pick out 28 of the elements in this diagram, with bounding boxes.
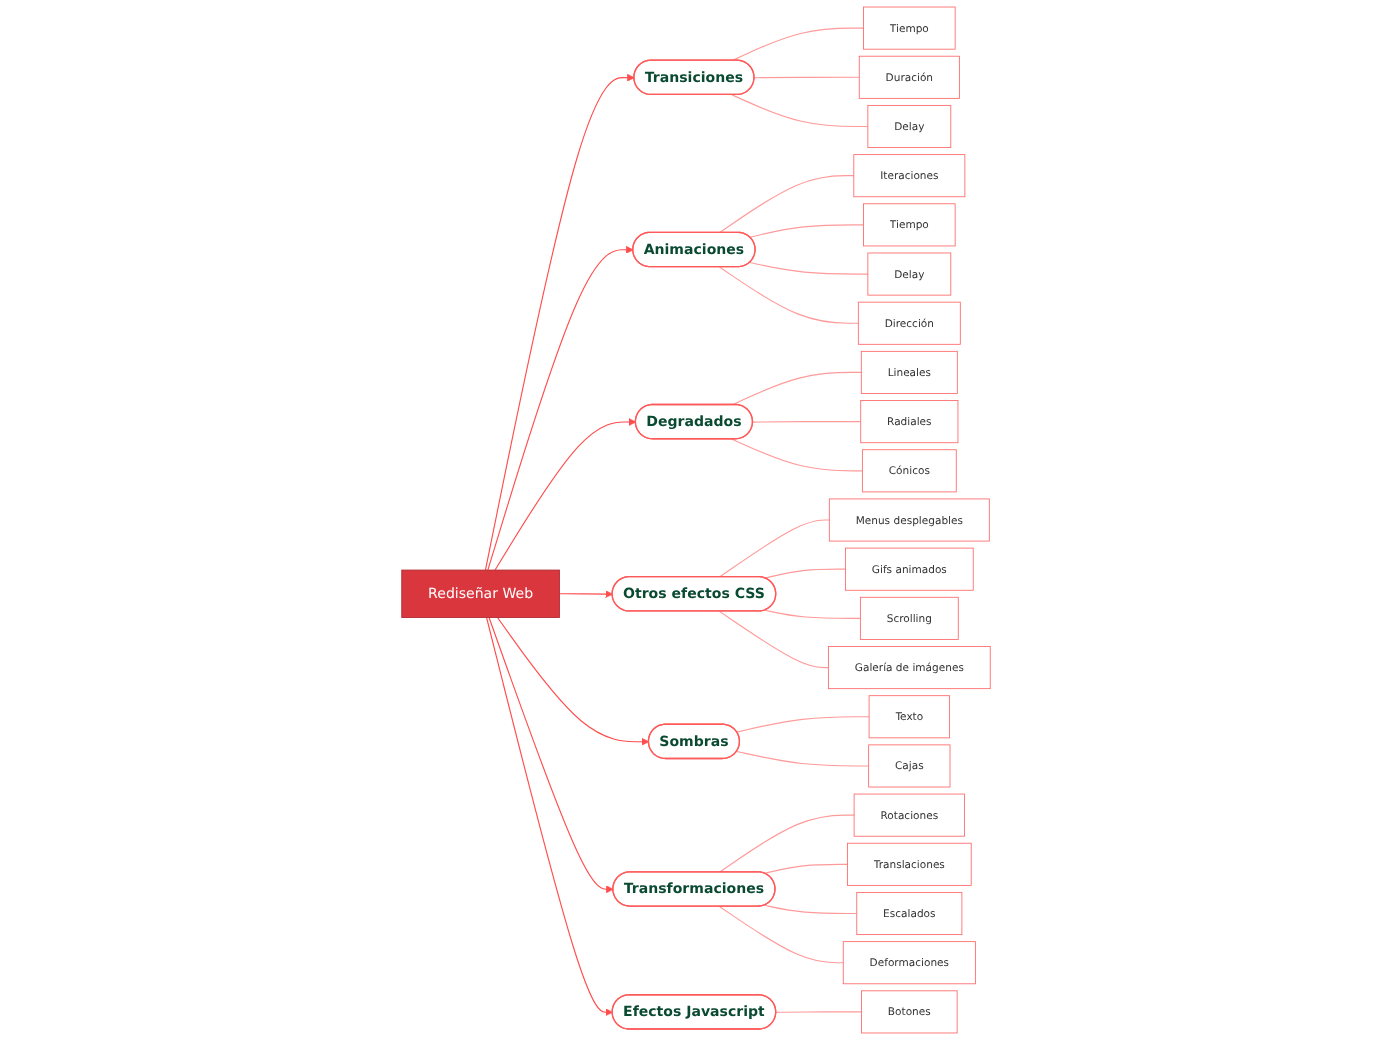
connector <box>736 716 870 733</box>
connector <box>731 371 862 406</box>
arrow <box>494 418 637 571</box>
arrow <box>486 616 613 1017</box>
connector <box>731 27 865 62</box>
connector <box>718 266 859 324</box>
connector <box>718 519 830 578</box>
connector <box>731 94 869 128</box>
arrow <box>484 73 635 571</box>
connector <box>763 863 848 874</box>
connector <box>764 568 846 579</box>
connector <box>731 438 863 472</box>
connector <box>718 610 829 669</box>
connector <box>752 421 862 423</box>
connector <box>753 76 860 79</box>
connector <box>775 1011 863 1013</box>
connector <box>763 904 858 915</box>
arrow <box>488 616 614 894</box>
connector <box>718 175 855 234</box>
arrow <box>558 590 613 598</box>
connector <box>736 750 870 767</box>
connector <box>749 224 865 238</box>
connector <box>749 261 869 275</box>
connector <box>764 609 861 619</box>
arrow <box>496 616 650 746</box>
connector <box>718 905 844 964</box>
connector <box>718 814 855 873</box>
arrow <box>487 245 634 571</box>
